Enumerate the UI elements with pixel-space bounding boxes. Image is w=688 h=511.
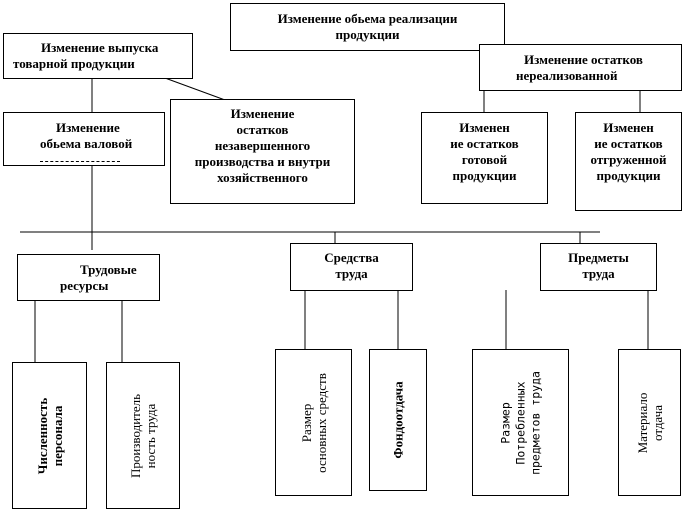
node-headcount-line-1: Численность [34,397,50,474]
node-shipped-line-2: ие остатков [594,136,663,151]
node-wip-line-3: незавершенного [214,138,311,153]
node-consumed-line-2: Потребленных [513,380,527,465]
node-finished-line-4: продукции [452,168,517,183]
node-finished-line-1: Изменен [459,120,510,135]
node-productivity-line-2: ность труда [143,403,158,468]
node-root-line-2: продукции [335,27,400,42]
node-shipped: Изменен ие остатков отгруженной продукци… [575,112,682,211]
node-finished-line-2: ие остатков [450,136,519,151]
node-consumed-line-3: предметов труда [528,370,542,475]
node-objects: Предметы труда [540,243,657,291]
node-unsold-line-1: Изменение остатков [524,52,643,67]
node-consumed: Размер Потребленных предметов труда [472,349,569,496]
node-objects-line-1: Предметы [568,250,629,265]
node-shipped-line-1: Изменен [603,120,654,135]
node-gross: Изменение обьема валовой [3,112,165,166]
node-root-line-1: Изменение обьема реализации [277,11,458,26]
node-objects-line-2: труда [582,266,615,281]
node-wip-line-4: производства и внутри [194,154,331,169]
node-output-line-2: товарной продукции [13,56,135,71]
node-output: Изменение выпуска товарной продукции [3,33,193,79]
node-wip-line-5: хозяйственного [217,170,308,185]
node-unsold-line-2: нереализованной [516,68,618,83]
node-finished-line-3: готовой [461,152,508,167]
node-shipped-line-4: продукции [596,168,661,183]
node-fixed-assets-line-2: основных средств [313,372,329,473]
node-finished: Изменен ие остатков готовой продукции [421,112,548,204]
node-headcount-line-2: персонала [49,405,65,466]
node-shipped-line-3: отгруженной [590,152,667,167]
node-unsold: Изменение остатков нереализованной [479,44,682,91]
node-material-yield-line-2: отдача [649,404,665,441]
connector-output-wip [164,77,226,101]
node-wip-line-2: остатков [236,122,289,137]
node-capital-yield: Фондоотдача [369,349,427,491]
node-means-line-1: Средства [324,250,379,265]
node-labor-line-1: Трудовые [80,262,137,277]
node-productivity: Производитель ность труда [106,362,180,509]
node-gross-dash [40,161,120,162]
node-wip-line-1: Изменение [230,106,295,121]
node-root: Изменение обьема реализации продукции [230,3,505,51]
node-wip: Изменение остатков незавершенного произв… [170,99,355,204]
node-material-yield: Материало отдача [618,349,681,496]
node-labor: Трудовые ресурсы [17,254,160,301]
node-means-line-2: труда [335,266,368,281]
node-output-line-1: Изменение выпуска [41,40,159,55]
node-gross-line-2: обьема валовой [40,136,133,151]
node-material-yield-line-1: Материало [634,392,650,453]
node-means: Средства труда [290,243,413,291]
node-headcount: Численность персонала [12,362,87,509]
node-consumed-line-1: Размер [498,401,512,444]
node-gross-line-1: Изменение [56,120,120,135]
node-productivity-line-1: Производитель [128,393,143,478]
node-labor-line-2: ресурсы [60,278,109,293]
node-capital-yield-line-1: Фондоотдача [390,381,406,459]
node-fixed-assets-line-1: Размер [298,403,314,442]
node-fixed-assets: Размер основных средств [275,349,352,496]
